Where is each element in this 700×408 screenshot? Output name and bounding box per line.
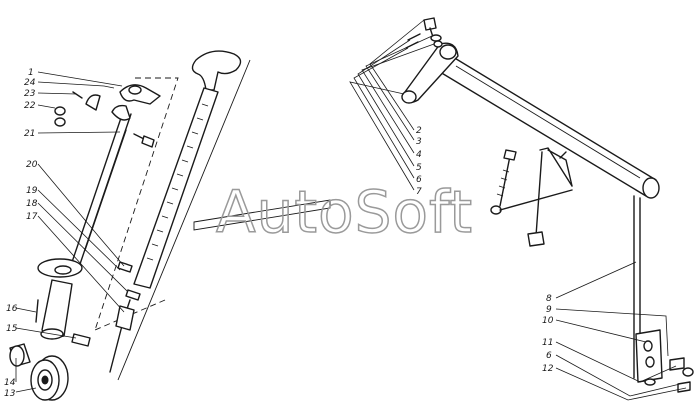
callout-2: 2	[416, 126, 422, 136]
callout-22: 22	[24, 101, 36, 111]
callout-18: 18	[26, 199, 38, 209]
control-bar-end	[642, 177, 660, 199]
callout-14: 14	[4, 378, 16, 388]
callout-6-top: 6	[416, 175, 422, 185]
dashed-guide-left	[94, 77, 179, 331]
lower-tube	[41, 279, 73, 338]
frame-line	[117, 59, 251, 381]
callout-8: 8	[546, 294, 552, 304]
callout-13: 13	[4, 389, 16, 399]
connection-line	[193, 199, 331, 231]
callout-21: 21	[24, 129, 35, 139]
callout-12: 12	[542, 364, 554, 374]
callout-24: 24	[24, 78, 36, 88]
dashed-guide-right	[94, 299, 166, 331]
spring-part-18	[125, 289, 141, 301]
clip-part-24	[85, 94, 101, 111]
screw-part-16	[35, 299, 39, 323]
callout-23: 23	[24, 89, 36, 99]
callout-leaders	[15, 19, 687, 401]
pulley-part-13	[30, 355, 69, 401]
pin-part-15	[71, 333, 91, 347]
callout-19: 19	[26, 186, 38, 196]
left-assembly	[9, 50, 251, 401]
chain-link-part-22	[54, 106, 66, 127]
callout-17: 17	[26, 212, 38, 222]
callout-6-bottom: 6	[546, 351, 552, 361]
shaft-slot	[84, 129, 127, 251]
pin-part-23	[72, 91, 83, 99]
callout-3: 3	[416, 137, 422, 147]
callout-5: 5	[416, 163, 422, 173]
callout-11: 11	[542, 338, 553, 348]
main-shaft	[69, 111, 132, 271]
callout-20: 20	[26, 160, 38, 170]
callout-4: 4	[416, 150, 422, 160]
bushing-part-14	[9, 343, 31, 367]
bolt-part-21	[133, 133, 155, 148]
callout-7: 7	[416, 187, 422, 197]
lower-bracket	[635, 329, 694, 393]
control-bar	[439, 53, 657, 197]
latch-part-17	[117, 261, 133, 273]
cable-rod-spring	[115, 305, 135, 331]
watermark-text: AutoSoft	[216, 178, 473, 246]
top-bracket	[111, 84, 161, 121]
callout-numbers: 1 24 23 22 21 20 19 18 17 16 15 14 13 2 …	[4, 68, 554, 399]
base-hub	[54, 265, 72, 275]
callout-1: 1	[28, 68, 34, 78]
callout-16: 16	[6, 304, 18, 314]
right-assembly	[193, 17, 694, 393]
ratchet-teeth	[146, 103, 209, 261]
callout-9: 9	[546, 305, 552, 315]
callout-10: 10	[542, 316, 554, 326]
callout-15: 15	[6, 324, 18, 334]
middle-linkage	[490, 147, 573, 247]
ratchet-handle	[133, 50, 242, 289]
